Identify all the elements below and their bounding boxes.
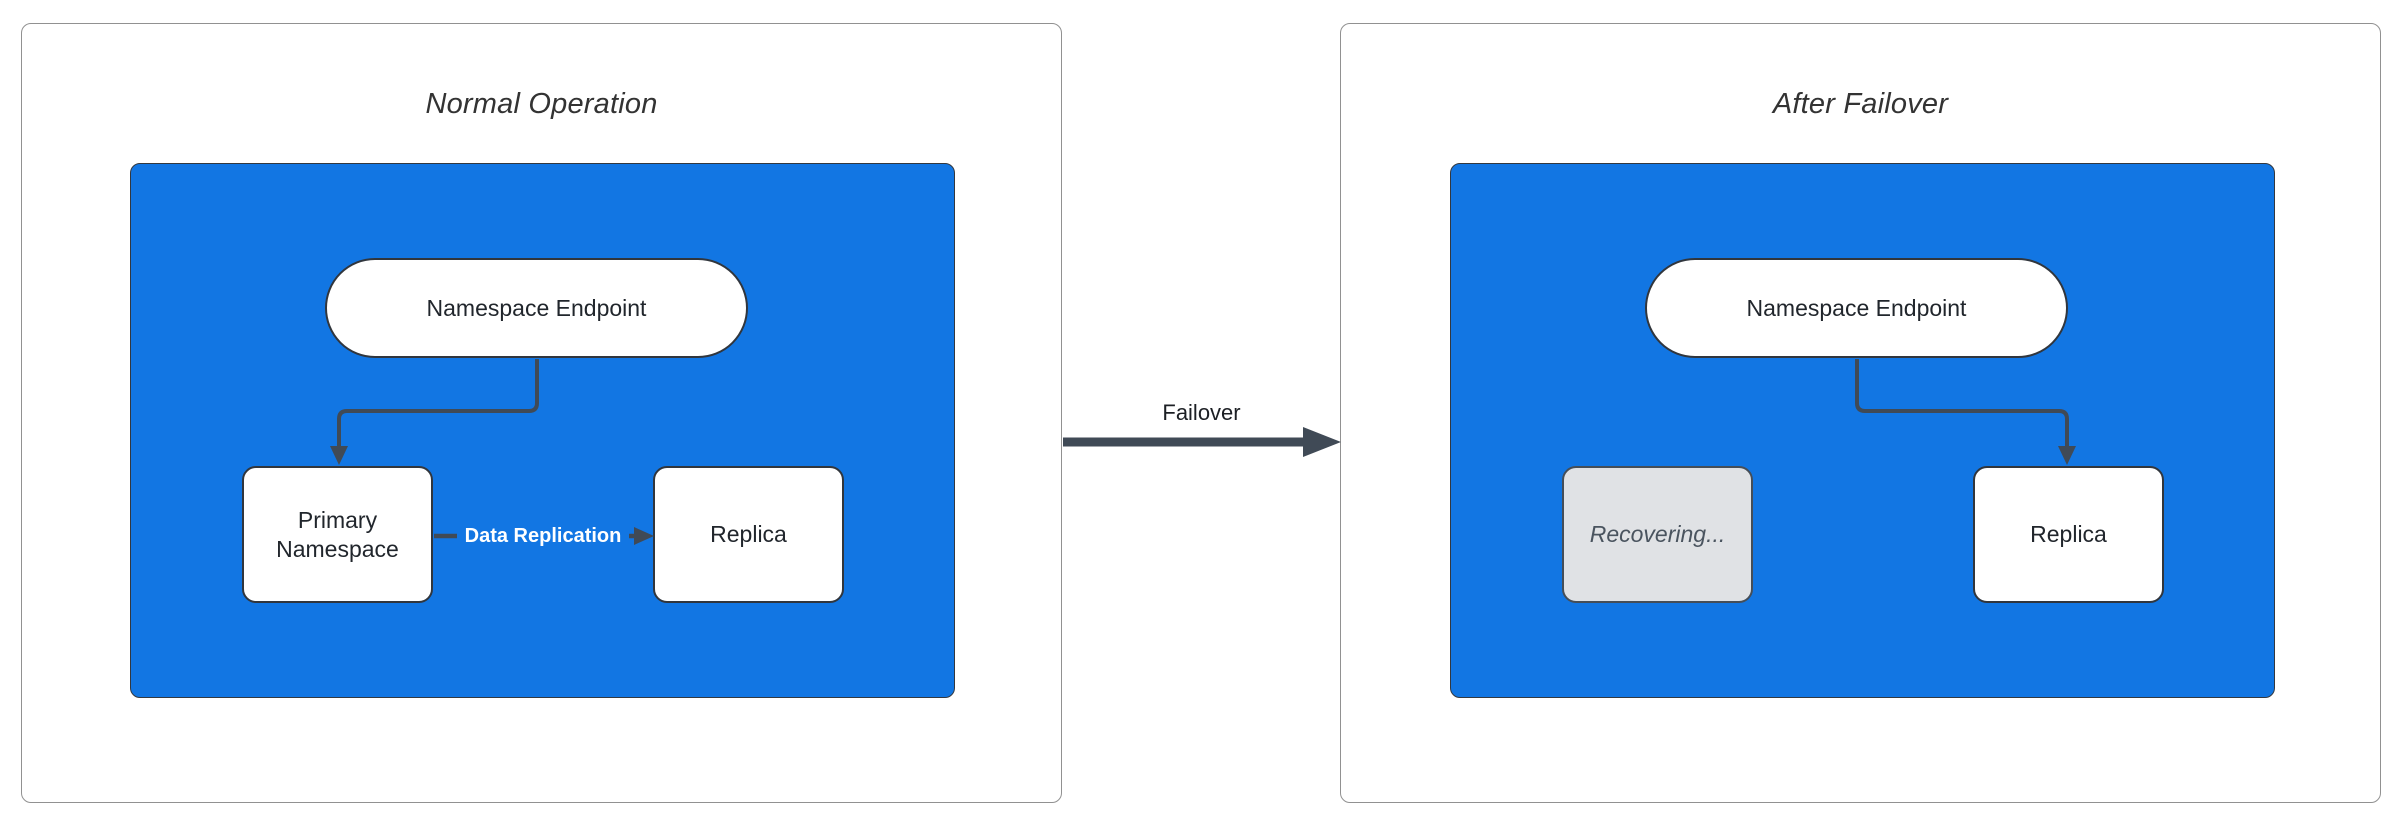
recovering-label: Recovering... bbox=[1589, 521, 1726, 548]
replica-label-right: Replica bbox=[2030, 521, 2107, 548]
namespace-endpoint-label-left: Namespace Endpoint bbox=[426, 294, 647, 321]
primary-namespace-label: Primary Namespace bbox=[276, 506, 399, 562]
normal-operation-title: Normal Operation bbox=[425, 88, 658, 120]
data-replication-text: Data Replication bbox=[456, 522, 630, 550]
recovering-node: Recovering... bbox=[1562, 466, 1753, 603]
after-failover-cluster bbox=[1450, 163, 2275, 698]
namespace-endpoint-node-left: Namespace Endpoint bbox=[325, 258, 748, 358]
after-failover-title: After Failover bbox=[1772, 88, 1949, 120]
primary-namespace-node: Primary Namespace bbox=[242, 466, 433, 603]
namespace-endpoint-node-right: Namespace Endpoint bbox=[1645, 258, 2068, 358]
replica-label-left: Replica bbox=[710, 521, 787, 548]
data-replication-edge-label: Data Replication bbox=[433, 517, 653, 555]
replica-node-right: Replica bbox=[1973, 466, 2164, 603]
replica-node-left: Replica bbox=[653, 466, 844, 603]
namespace-endpoint-label-right: Namespace Endpoint bbox=[1746, 294, 1967, 321]
failover-arrow bbox=[1063, 427, 1341, 457]
normal-operation-cluster bbox=[130, 163, 955, 698]
failover-edge-label: Failover bbox=[1162, 400, 1241, 425]
